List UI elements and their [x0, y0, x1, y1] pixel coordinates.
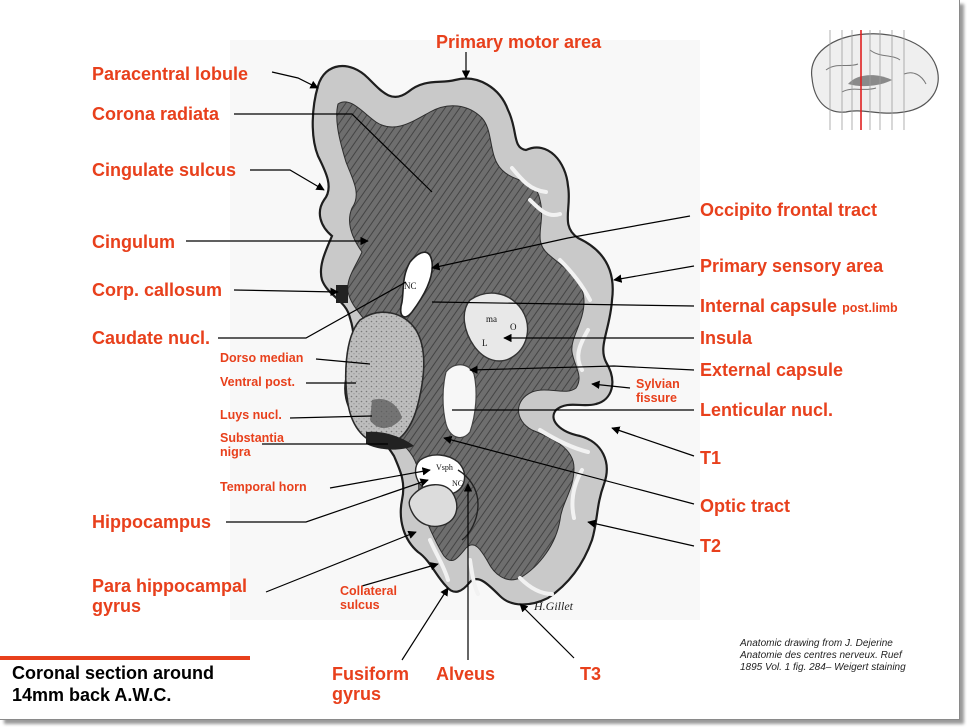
lateral-ventricle [399, 251, 434, 318]
o-text: O [510, 322, 517, 332]
label-caudate-nucleus: Caudate nucl. [92, 328, 211, 348]
credit-line3: 1895 Vol. 1 fig. 284– Weigert staining [740, 662, 906, 673]
label-cingulum: Cingulum [92, 232, 175, 252]
leader-lines [186, 52, 695, 661]
lenticular-nucleus [463, 292, 529, 362]
label-cingulate-sulcus: Cingulate sulcus [92, 160, 237, 180]
label-hippocampus: Hippocampus [92, 512, 212, 532]
label-sylvian-fissure: Sylvian fissure [636, 377, 680, 405]
substantia-nigra [366, 431, 414, 450]
label-parahip-line1: Para hippocampal [92, 576, 248, 596]
hippocampus-shape [408, 484, 458, 528]
label-insula: Insula [700, 328, 753, 348]
caption: Coronal section around 14mm back A.W.C. [12, 663, 214, 706]
label-external-capsule: External capsule [700, 360, 844, 380]
label-t3: T3 [580, 664, 602, 684]
l-text: L [482, 338, 488, 348]
label-ventral-post: Ventral post. [220, 375, 296, 389]
label-fusiform-line2: gyrus [332, 684, 382, 705]
label-parahip-line2: gyrus [92, 596, 142, 617]
title-primary-motor-area: Primary motor area [436, 32, 602, 52]
artist-signature: H.Gillet [533, 599, 574, 613]
label-t2: T2 [700, 536, 722, 556]
vsph-text: Vsph [436, 463, 453, 472]
label-sylvian-line1: Sylvian [636, 377, 680, 391]
credit-line2: Anatomie des centres nerveux. Ruef [740, 650, 902, 661]
credit-line1: Anatomic drawing from J. Dejerine [740, 638, 893, 649]
brain-thumbnail [800, 28, 946, 132]
label-luys-nucleus: Luys nucl. [220, 408, 282, 422]
label-parahippocampal-gyrus: Para hippocampal gyrus [92, 576, 247, 616]
luys-nucleus [370, 398, 402, 429]
label-corp-callosum: Corp. callosum [92, 280, 223, 300]
caption-accent-bar [0, 656, 250, 660]
label-substantia-nigra: Substantia nigra [220, 431, 284, 459]
label-collateral-line2: sulcus [340, 598, 380, 612]
label-fusiform-line1: Fusiform [332, 664, 410, 684]
label-optic-tract: Optic tract [700, 496, 791, 516]
nc-lower-text: NC [452, 479, 463, 488]
label-collateral-line1: Collateral [340, 584, 397, 598]
label-alveus: Alveus [436, 664, 496, 684]
label-temporal-horn: Temporal horn [220, 480, 307, 494]
label-substantia-line1: Substantia [220, 431, 284, 445]
label-sylvian-line2: fissure [636, 391, 677, 405]
label-primary-sensory-area: Primary sensory area [700, 256, 884, 276]
callosum-marker [336, 285, 348, 303]
label-substantia-line2: nigra [220, 445, 251, 459]
caption-line1: Coronal section around [12, 663, 215, 683]
label-corona-radiata: Corona radiata [92, 104, 220, 124]
label-paracentral-lobule: Paracentral lobule [92, 64, 249, 84]
label-dorso-median: Dorso median [220, 351, 304, 365]
caption-line2: 14mm back A.W.C. [12, 684, 172, 705]
label-internal-capsule-suffix: post.limb [842, 301, 898, 315]
label-internal-capsule: Internal capsule post.limb [700, 296, 898, 316]
label-occipito-frontal-tract: Occipito frontal tract [700, 200, 878, 220]
label-lenticular-nucleus: Lenticular nucl. [700, 400, 834, 420]
external-capsule-region [442, 364, 477, 439]
label-t1: T1 [700, 448, 722, 468]
thalamus [345, 311, 425, 445]
label-fusiform-gyrus: Fusiform gyrus [332, 664, 409, 704]
alveus-line [457, 469, 479, 541]
image-credit: Anatomic drawing from J. Dejerine Anatom… [740, 638, 906, 674]
label-internal-capsule-main: Internal capsule [700, 296, 838, 316]
ma-text: ma [486, 314, 497, 324]
label-collateral-sulcus: Collateral sulcus [340, 584, 397, 612]
nc-upper-text: NC [404, 281, 417, 291]
